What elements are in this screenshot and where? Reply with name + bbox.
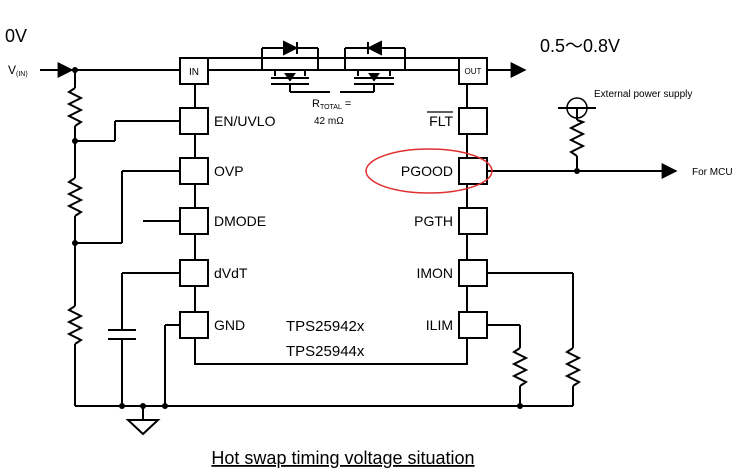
- resistor-imon: [564, 347, 582, 387]
- resistor-divider: [66, 70, 180, 406]
- mosfet-2: [340, 40, 406, 93]
- part-number-2: TPS25944x: [286, 343, 365, 360]
- pin-dmode: [179, 207, 209, 235]
- mosfet-1: [261, 40, 330, 93]
- pgood-network: [487, 107, 678, 179]
- pin-out: [458, 57, 488, 85]
- pin-ovp: [179, 157, 209, 185]
- resistor-r3: [66, 305, 84, 345]
- right-resistors: [487, 272, 582, 406]
- pin-label-pgood: PGOOD: [401, 163, 453, 179]
- resistor-r2: [66, 177, 84, 217]
- resistor-ilim: [511, 347, 529, 387]
- for-mcu-label: For MCU: [692, 167, 733, 178]
- input-voltage-label: 0V: [5, 26, 27, 46]
- caption: Hot swap timing voltage situation: [211, 448, 474, 468]
- output-voltage-label: 0.5〜0.8V: [540, 36, 620, 56]
- pgood-highlight: [365, 148, 493, 194]
- vin-label: V(IN): [8, 63, 28, 78]
- pin-label-en-uvlo: EN/UVLO: [214, 113, 276, 129]
- pin-label-ovp: OVP: [214, 163, 244, 179]
- pin-label-dmode: DMODE: [214, 213, 266, 229]
- pin-label-gnd: GND: [214, 317, 245, 333]
- pin-label-ilim: ILIM: [426, 317, 453, 333]
- external-supply-label: External power supply: [594, 89, 692, 100]
- ground-wiring: [75, 324, 573, 436]
- pin-pgth: [458, 207, 488, 235]
- right-pins: [458, 57, 488, 339]
- pin-label-out: OUT: [465, 67, 482, 76]
- resistor-pullup: [568, 119, 586, 157]
- pin-label-dvdt: dVdT: [214, 265, 248, 281]
- pin-in: [179, 57, 209, 85]
- pin-label-flt: FLT: [429, 113, 453, 129]
- rtotal-value: 42 mΩ: [314, 116, 344, 127]
- pin-en-uvlo: [179, 107, 209, 135]
- pin-pgood: [458, 157, 488, 185]
- pin-imon: [458, 259, 488, 287]
- external-supply-symbol: [566, 97, 588, 119]
- pin-ilim: [458, 311, 488, 339]
- part-number-1: TPS25942x: [286, 318, 365, 335]
- pin-label-pgth: PGTH: [414, 213, 453, 229]
- pin-label-in: IN: [189, 67, 199, 78]
- rtotal-label: RTOTAL =: [312, 98, 351, 111]
- resistor-r1: [66, 87, 84, 127]
- pin-dvdt: [179, 259, 209, 287]
- pin-label-imon: IMON: [416, 265, 453, 281]
- pin-gnd: [179, 311, 209, 339]
- pin-flt: [458, 107, 488, 135]
- dvdt-capacitor: [108, 272, 180, 406]
- ground-symbol: [125, 419, 161, 436]
